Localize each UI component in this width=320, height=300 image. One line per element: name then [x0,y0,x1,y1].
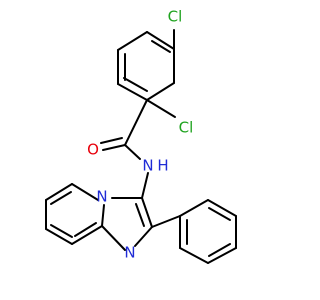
molecule-diagram: Cl Cl O N H N N [45,8,237,264]
bond [50,224,73,238]
bond [179,247,209,264]
bond [124,99,148,146]
bond [100,137,123,144]
bond [101,225,126,251]
bond [124,144,141,160]
bond [74,222,97,237]
bond [45,228,73,245]
oxygen-atom: O [87,141,99,159]
imine-nitrogen-atom: N [124,244,135,262]
bond [141,197,153,228]
chlorine-atom-right: Cl [179,119,194,137]
bond [208,207,231,221]
bond [71,183,99,201]
bond [208,243,231,257]
bond [135,203,145,227]
bond [71,225,103,245]
bond [117,31,148,51]
bond [123,77,148,92]
bond [146,99,176,118]
bond [45,183,73,201]
amide-hydrogen-atom: H [157,157,168,175]
bond [146,82,175,101]
bond [207,199,237,217]
bond [207,247,237,264]
bond [151,215,181,228]
bond [134,226,153,247]
chlorine-atom-top: Cl [168,8,183,26]
bond [179,199,209,217]
bond [50,191,72,205]
bond [117,83,148,101]
bridgehead-nitrogen-atom: N [96,188,107,206]
bond [141,172,149,199]
bond [146,31,175,50]
bond [101,204,105,227]
atom-labels: Cl Cl O N H N N [87,8,193,262]
amide-nitrogen-atom: N [142,157,153,175]
bond [102,144,126,151]
bond [151,40,171,53]
bonds [45,29,237,264]
